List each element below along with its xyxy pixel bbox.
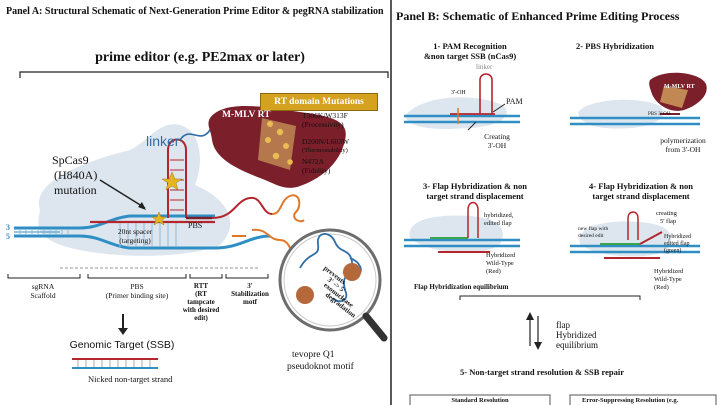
cas9-label-line3: mutation <box>54 183 97 197</box>
nicked-label: Nicked non-target strand <box>88 374 173 384</box>
step4-wild-1: Hybridized <box>654 268 684 275</box>
step3-wild-1: Hybridized <box>486 252 516 259</box>
step5-title: 5- Non-target strand resolution & SSB re… <box>460 367 625 377</box>
dna-duplex <box>14 214 271 250</box>
segment-pbs-2: (Primer binding site) <box>105 291 169 300</box>
step1-oh: 3'-OH <box>451 90 466 96</box>
magnifier-icon <box>278 228 388 342</box>
flap-eq-2: Hybridized <box>556 330 597 340</box>
step1-title-2: &non target SSB (nCas9) <box>423 51 517 61</box>
cas9-pointer-head-icon <box>138 202 146 210</box>
spacer-label-1: 20nt spacer <box>117 227 153 236</box>
step4-newflap-1: new flap with <box>578 226 609 232</box>
step4-hyb-3: (green) <box>664 248 682 254</box>
cas9-label-line1: SpCas9 <box>52 153 89 167</box>
step1-title-1: 1- PAM Recognition <box>433 41 507 51</box>
panel-b-title: Panel B: Schematic of Enhanced Prime Edi… <box>396 9 680 23</box>
mutation-1-name: T306K/W313F <box>302 111 348 120</box>
box-standard-label: Standard Resolution <box>451 397 509 404</box>
pbs-label: PBS <box>188 221 203 230</box>
step3-hyb-1: hybridized, <box>484 212 514 219</box>
step4-hyb-2: edited flap <box>664 241 690 247</box>
step1-diagram <box>404 73 520 131</box>
segment-rtt-2: (RT <box>195 290 207 298</box>
cas9-pointer-arrow <box>99 179 146 209</box>
step2-poly-1: polymerization <box>660 136 706 145</box>
step1-creating-2: 3'-OH <box>487 141 507 150</box>
genomic-target-dna <box>72 358 158 369</box>
flap-eq-1: flap <box>556 320 570 330</box>
genomic-target-label: Genomic Target (SSB) <box>69 339 175 351</box>
step2-pbs: PBS 3'-OH <box>648 112 671 117</box>
segment-motif-3: motf <box>243 298 257 306</box>
box-error-label: Error-Suppressing Resolution (e.g. <box>582 397 679 404</box>
step1-creating-1: Creating <box>484 132 510 141</box>
equilibrium-label: Flap Hybridization equilibrium <box>414 283 509 291</box>
mutation-2-name: D200N/L603W <box>302 137 350 146</box>
step3-wild-3: (Red) <box>486 268 501 275</box>
motif-label-1: tevopre Q1 <box>292 350 335 360</box>
segment-rtt-3: tampcate <box>187 298 215 306</box>
dna-rungs <box>19 223 177 247</box>
step3-diagram <box>404 201 520 253</box>
box-error-suppressing <box>569 394 717 405</box>
segment-motif-1: 3' <box>247 282 253 290</box>
step4-creating-2: 5' flap <box>660 218 677 225</box>
spacer-label-2: (targeting) <box>119 236 151 245</box>
segment-motif-2: Stabilization <box>231 290 269 298</box>
step1-pam: PAM <box>506 97 523 106</box>
step3-title-2: target strand displacement <box>426 191 524 201</box>
mutation-3-note: (Fidelity) <box>302 166 331 175</box>
step4-wild-3: (Red) <box>654 284 669 291</box>
rtt-strand <box>211 196 273 219</box>
segment-pbs-1: PBS <box>130 282 144 291</box>
segment-rtt-4: with desired <box>182 306 220 314</box>
cas9-label-line2: (H840A) <box>54 168 98 182</box>
eq-arrow-up-head-icon <box>526 312 534 320</box>
motif-label-2: pseudoknot motif <box>287 362 354 372</box>
step2-poly-2: from 3'-OH <box>665 145 701 154</box>
segment-sgrna-1: sgRNA <box>31 282 55 291</box>
segment-rtt-1: RTT <box>193 282 209 290</box>
step4-wild-2: Wild-Type <box>654 276 682 283</box>
segment-rtt-5: edit) <box>194 314 208 322</box>
editor-bracket <box>19 71 389 78</box>
step4-title-2: target strand displacement <box>592 191 690 201</box>
step1-linker: linker <box>476 63 493 71</box>
equilibrium-bracket <box>459 295 641 300</box>
step2-diagram <box>570 72 707 129</box>
step3-title-1: 3- Flap Hybridization & non <box>423 181 527 191</box>
strand-5-label: 5 <box>6 232 10 241</box>
step4-hyb-1: Hybridized <box>664 234 691 240</box>
box-standard <box>409 394 551 405</box>
strand-3-label: 3 <box>6 223 10 232</box>
rt-banner: RT domain Mutations <box>260 93 378 111</box>
step4-creating-1: creating <box>656 210 677 217</box>
eq-arrow-down-head-icon <box>534 342 542 350</box>
down-arrow-head-icon <box>118 328 128 335</box>
rt-highlight <box>258 118 296 170</box>
linker-label: linker <box>146 133 180 149</box>
mutation-star-icon <box>161 171 183 191</box>
step3-wild-2: Wild-Type <box>486 260 514 267</box>
step2-mmlv: M-MLV RT <box>664 84 695 90</box>
mutation-3-name: N472A <box>302 157 325 166</box>
panel-a-title: Panel A: Structural Schematic of Next-Ge… <box>6 6 384 17</box>
step4-title-1: 4- Flap Hybridization & non <box>589 181 693 191</box>
step3-hyb-2: edited flap <box>484 220 512 227</box>
editor-label: prime editor (e.g. PE2max or later) <box>95 50 305 65</box>
mutation-star-icon-2 <box>151 211 167 226</box>
mutation-1-note: (Processivity) <box>302 120 344 129</box>
mutation-2-note: (Thermostability) <box>302 147 348 154</box>
flap-eq-3: equilibrium <box>556 340 598 350</box>
mmlv-label: M-MLV RT <box>222 110 271 120</box>
segment-brackets <box>7 274 269 279</box>
step2-title: 2- PBS Hybridization <box>576 41 654 51</box>
step4-newflap-2: desired edit <box>578 233 604 239</box>
segment-sgrna-2: Scaffold <box>30 291 56 300</box>
step4-diagram <box>570 211 700 259</box>
sgrna-hairpin <box>167 138 187 218</box>
